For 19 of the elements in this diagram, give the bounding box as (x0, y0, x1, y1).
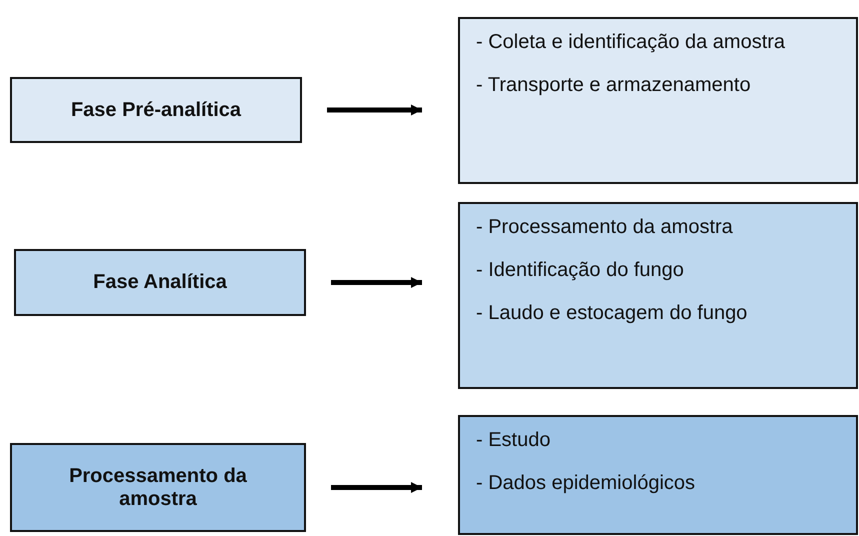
box-label: Processamento da amostra (68, 464, 248, 510)
box-label: Fase Pré-analítica (70, 98, 242, 122)
list-box (458, 17, 858, 184)
list-box (458, 415, 858, 535)
list-item: - Processamento da amostra (476, 215, 734, 240)
arrow (331, 482, 422, 493)
list-item: - Estudo (476, 428, 552, 453)
list-box (458, 202, 858, 389)
arrow (327, 104, 422, 116)
list-item: - Identificação do fungo (476, 258, 685, 283)
process-box (10, 443, 306, 532)
process-box (10, 77, 302, 143)
process-box (14, 249, 306, 316)
list-item: - Laudo e estocagem do fungo (476, 301, 748, 326)
arrow (331, 277, 422, 288)
list-item: - Coleta e identificação da amostra (476, 30, 786, 55)
box-label: Fase Analítica (92, 271, 228, 294)
list-item: - Dados epidemiológicos (476, 471, 696, 496)
list-item: - Transporte e armazenamento (476, 73, 752, 98)
